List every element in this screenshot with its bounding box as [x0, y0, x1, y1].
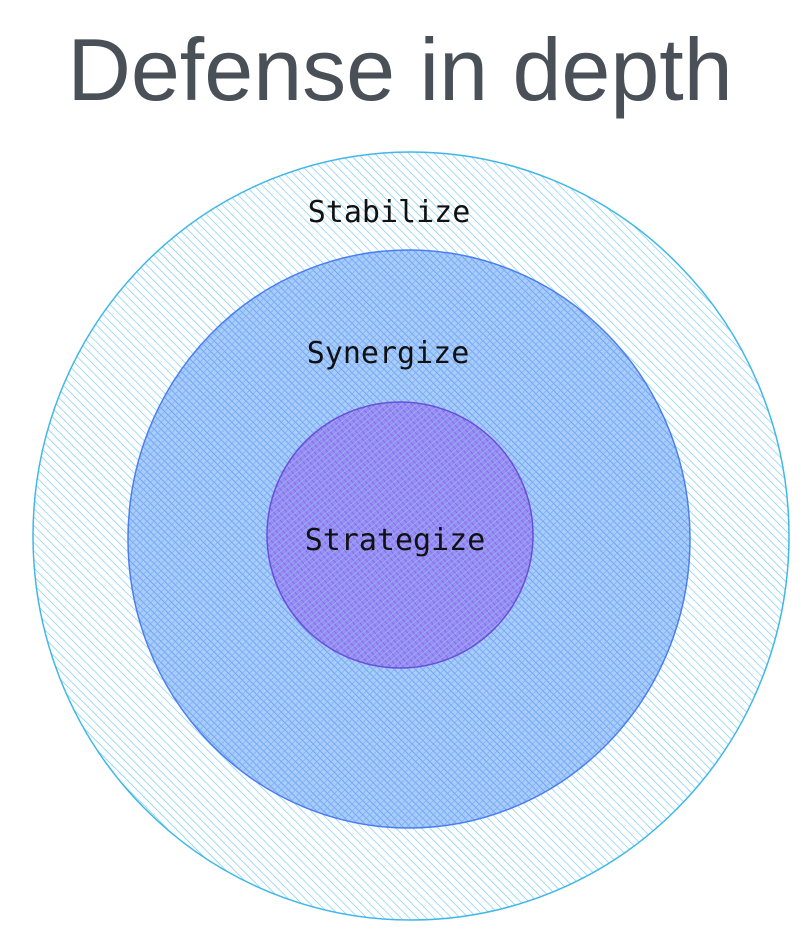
layer-label-synergize: Synergize [307, 336, 470, 371]
layer-label-strategize: Strategize [305, 523, 486, 558]
layer-strategize: Strategize [266, 401, 534, 669]
layer-label-stabilize: Stabilize [308, 195, 471, 230]
concentric-circles-diagram: Stabilize Synergize Strategize [32, 151, 790, 921]
diagram-title: Defense in depth [67, 20, 733, 119]
